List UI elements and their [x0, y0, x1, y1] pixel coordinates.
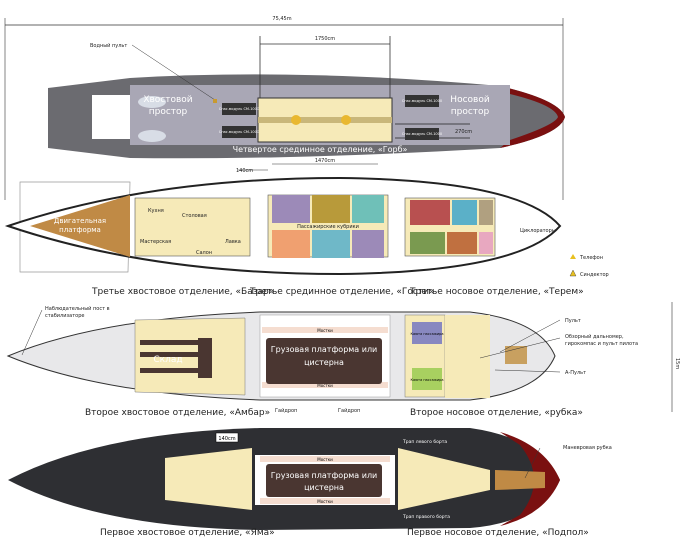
deck3-caption-nose: Третье носовое отделение, «Терем»	[409, 287, 584, 297]
cargo-platform	[266, 464, 382, 497]
engine-platform-label-2: платформа	[59, 226, 101, 234]
tail-rooms	[134, 197, 251, 257]
observation-post-label: Наблюдательный пост в	[45, 305, 110, 312]
deck1-caption-nose: Первое носовое отделение, «Подпол»	[407, 528, 589, 538]
cargo-platform	[266, 338, 382, 384]
deck2-caption-nose: Второе носовое отделение, «рубка»	[410, 408, 583, 418]
cargo-label-2: цистерна	[304, 483, 344, 492]
rangefinder-label: Обзорный дальномер,	[565, 333, 624, 340]
deck-2: Склад Мостки Мостки Грузовая платформа и…	[6, 302, 680, 418]
bridge-label: Мостки	[317, 499, 333, 504]
deck-4: 1750cm 270cm Водный пульт Хвостовой прос…	[48, 36, 565, 159]
engine-platform	[30, 195, 130, 257]
nose-space-label: Носовой	[450, 95, 490, 105]
tail-space-label: Хвостовой	[143, 95, 192, 105]
deck3-caption-mid: Третье срединное отделение, «Гости»	[249, 287, 434, 297]
cargo-label: Грузовая платформа или	[271, 345, 378, 354]
bridge-label: Мостки	[317, 328, 333, 333]
legend: Телефон Синдектор	[569, 254, 609, 278]
rescue-module: Спас.модуль СМ-1000	[402, 132, 442, 136]
guide-rope-label: Гайдроп	[338, 407, 360, 414]
deck1-gap-label: 140cm	[218, 436, 235, 442]
rescue-module: Спас.модуль СМ-1000	[219, 107, 259, 111]
deck3-caption-tail: Третье хвостовое отделение, «Базар»	[91, 287, 274, 297]
storage-label: Склад	[153, 355, 182, 365]
console-label: Пульт	[565, 318, 581, 324]
cyclorators-label: Циклораторы	[520, 228, 556, 234]
height-label: 15m	[674, 358, 680, 369]
cabins-label: Пассажирские кубрики	[297, 224, 359, 230]
observation-post-label-2: стабилизаторе	[45, 313, 84, 319]
rescue-module: Спас.модуль СМ-1000	[219, 130, 259, 134]
kitchen-label: Кухня	[148, 208, 164, 214]
cargo-label: Грузовая платформа или	[271, 471, 378, 480]
bridge-label: Мостки	[317, 383, 333, 388]
bridge-label: Мостки	[317, 457, 333, 462]
deck3-gap-label: 140cm	[236, 168, 253, 174]
deck-3: Двигательная платформа Кухня Столовая Ма…	[4, 158, 609, 297]
a-console-label: А-Пульт	[565, 370, 586, 376]
nose-space-label-2: простор	[451, 107, 490, 117]
tail-space-label-2: простор	[149, 107, 188, 117]
deck4-caption: Четвертое срединное отделение, «Горб»	[233, 145, 408, 154]
engine-platform-label: Двигательная	[54, 217, 106, 225]
legend-syndector: Синдектор	[580, 272, 609, 278]
workshop-label: Мастерская	[140, 239, 171, 245]
deck4-mid-label: 1750cm	[315, 36, 335, 42]
dining-label: Столовая	[182, 213, 207, 219]
salon-label: Салон	[196, 250, 212, 256]
rescue-module: Спас.модуль СМ-1000	[402, 99, 442, 103]
water-console-icon	[213, 99, 217, 103]
maneuver-cabin-label: Маневровая рубка	[563, 445, 612, 451]
rangefinder-label-2: гирокомпас и пульт пилота	[565, 341, 638, 347]
deck1-caption-tail: Первое хвостовое отделение, «Яма»	[100, 528, 275, 538]
phone-icon	[570, 254, 576, 259]
legend-phone: Телефон	[579, 255, 603, 261]
total-length-dimension: 75,45m	[4, 16, 564, 200]
total-length-label: 75,45m	[272, 16, 291, 22]
guide-rope-label: Гайдроп	[275, 407, 297, 414]
cabin-label: Каюта пассажира	[410, 332, 443, 336]
left-ramp-label: Трап левого борта	[402, 439, 447, 445]
deck2-caption-tail: Второе хвостовое отделение, «Амбар»	[85, 408, 270, 418]
water-console-label: Водный пульт	[90, 42, 127, 49]
shop-label: Лавка	[225, 239, 241, 245]
cargo-label-2: цистерна	[304, 358, 344, 367]
right-ramp-label: Трап правого борта	[402, 514, 450, 520]
deck4-height-label: 270cm	[455, 129, 472, 135]
deck3-mid-label: 1470cm	[315, 158, 335, 164]
syndector-icon	[569, 269, 577, 277]
cabin-label: Каюта пассажира	[410, 378, 443, 382]
deck-1: Мостки Мостки Грузовая платформа или цис…	[8, 428, 612, 538]
